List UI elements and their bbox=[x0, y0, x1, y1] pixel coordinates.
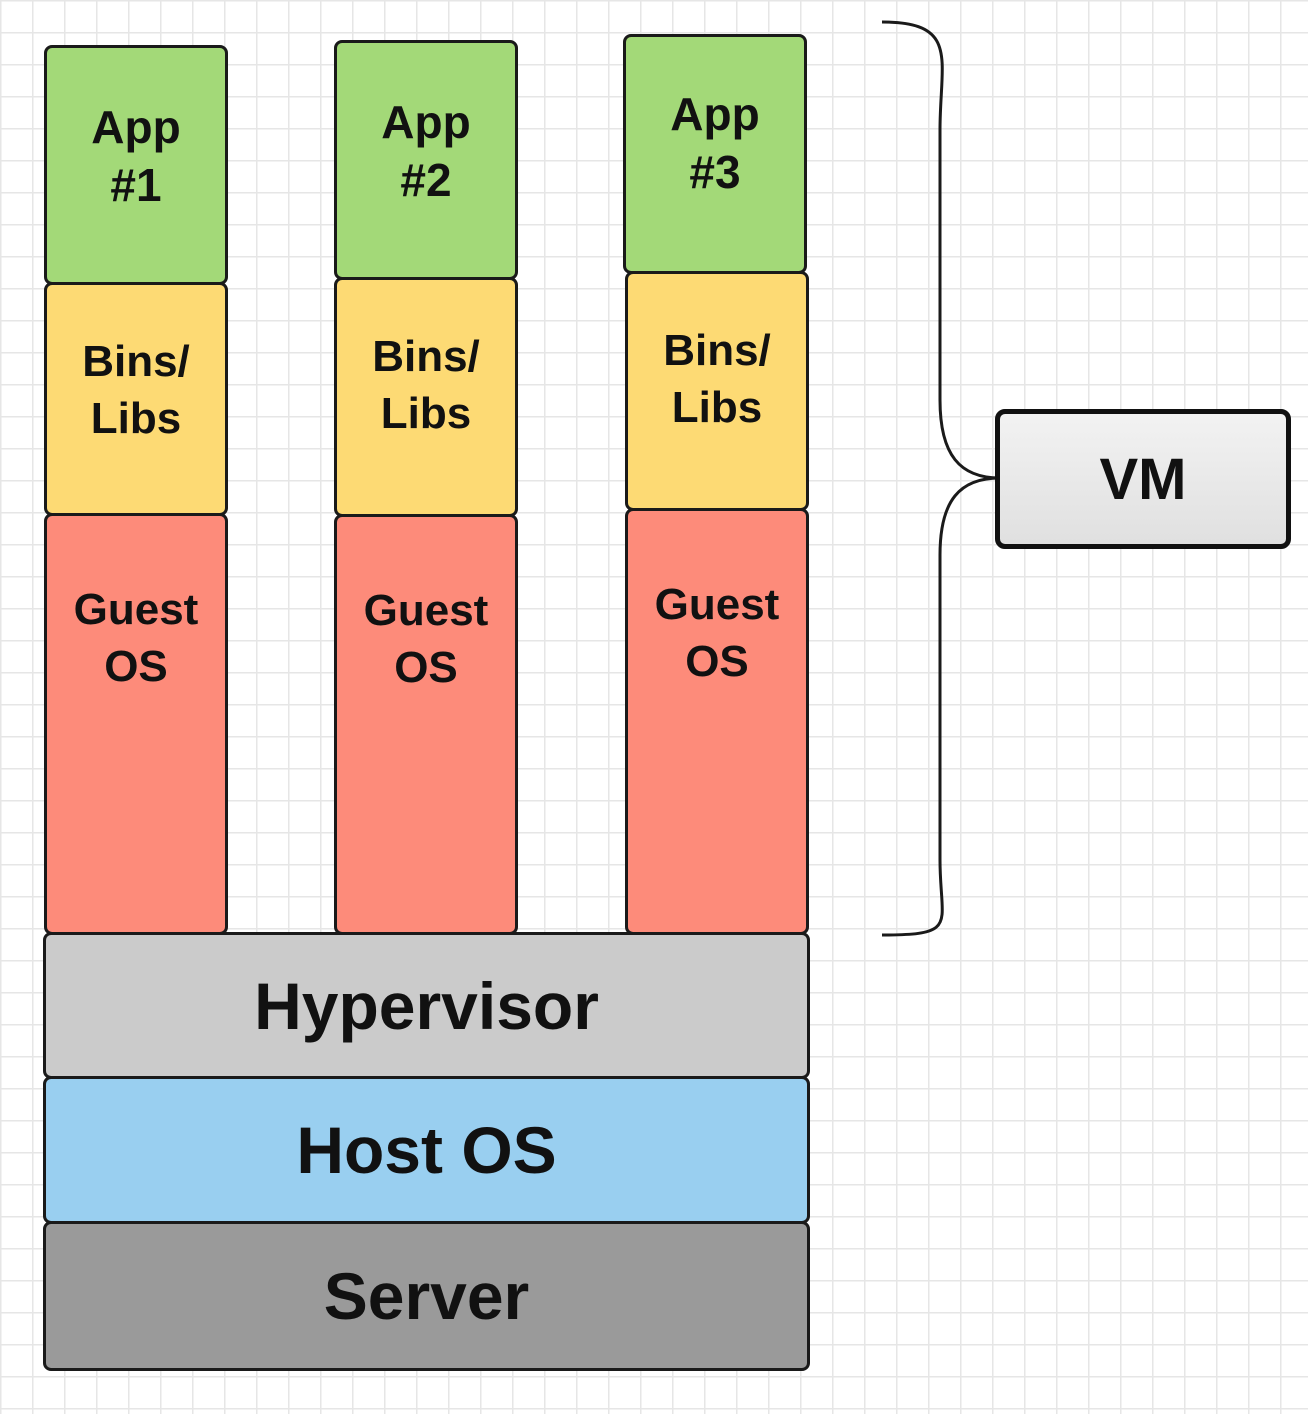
host-os-label: Host OS bbox=[296, 1113, 557, 1187]
server-layer: Server bbox=[43, 1221, 810, 1371]
libs-3-label: Bins/ Libs bbox=[663, 326, 771, 432]
libs-2-block: Bins/ Libs bbox=[334, 277, 518, 517]
guest-os-1-label: Guest OS bbox=[73, 585, 199, 691]
app-2-block: App #2 bbox=[334, 40, 518, 280]
hypervisor-layer: Hypervisor bbox=[43, 932, 810, 1079]
app-1-block: App #1 bbox=[44, 45, 228, 285]
vm-label-box: VM bbox=[995, 409, 1291, 549]
libs-3-block: Bins/ Libs bbox=[625, 271, 809, 511]
libs-1-label: Bins/ Libs bbox=[82, 337, 190, 443]
app-2-label: App #2 bbox=[381, 96, 471, 206]
hypervisor-label: Hypervisor bbox=[254, 968, 599, 1043]
app-1-label: App #1 bbox=[91, 101, 181, 211]
guest-os-3-block: Guest OS bbox=[625, 508, 809, 935]
app-3-block: App #3 bbox=[623, 34, 807, 274]
server-label: Server bbox=[323, 1259, 530, 1333]
libs-1-block: Bins/ Libs bbox=[44, 282, 228, 516]
guest-os-3-label: Guest OS bbox=[654, 580, 780, 686]
libs-2-label: Bins/ Libs bbox=[372, 332, 480, 438]
app-3-label: App #3 bbox=[670, 88, 760, 198]
guest-os-2-block: Guest OS bbox=[334, 514, 518, 935]
vm-label: VM bbox=[1099, 446, 1187, 512]
guest-os-2-label: Guest OS bbox=[363, 586, 489, 692]
